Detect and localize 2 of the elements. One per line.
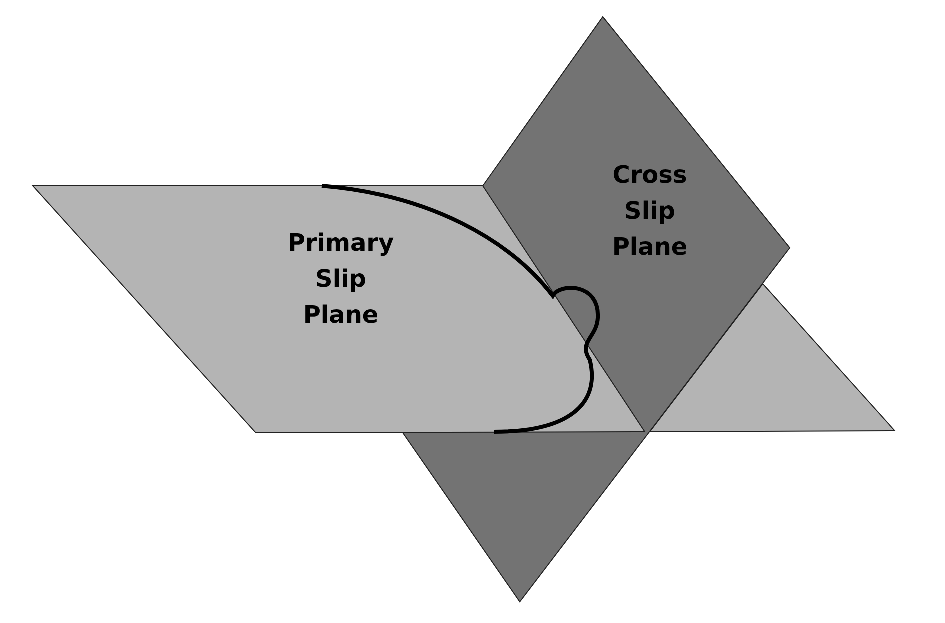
plane-label: Cross Slip Plane [611,160,689,263]
plane-label: Primary Slip Plane [286,228,396,331]
